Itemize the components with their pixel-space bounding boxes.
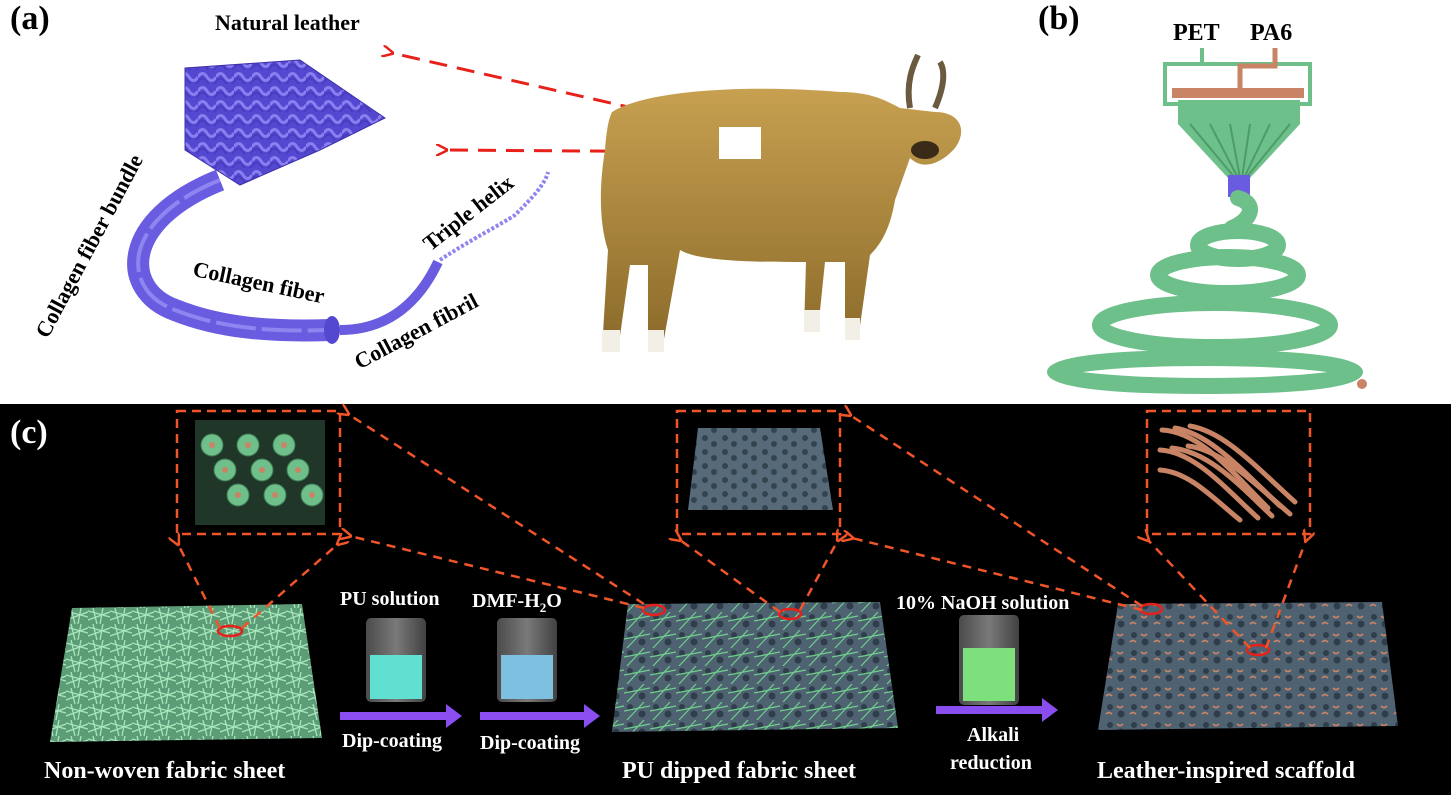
cow-illustration [600,53,962,352]
natural-leather-label: Natural leather [215,10,360,35]
marker-ellipse-1 [216,624,244,638]
leather-scaffold-label: Leather-inspired scaffold [1097,758,1355,784]
process-arrow-3 [936,698,1058,722]
beaker-dmf [497,618,557,702]
marker-ellipse-3 [777,607,803,621]
pa6-feed-line [1237,48,1278,88]
collagen-fiber-bundle [127,169,331,342]
marker-ellipse-2 [641,603,667,617]
leather-sample-patch [719,127,761,159]
beaker-naoh [959,615,1019,705]
dmf-h2o-label: DMF-H2O [472,590,562,615]
natural-leather-block [184,59,386,186]
nonwoven-label: Non-woven fabric sheet [44,758,286,784]
leather-scaffold-sheet [1098,602,1398,730]
alkali-label: Alkali [967,724,1020,746]
inset-box-3 [1145,409,1312,536]
panel-a [127,53,962,352]
triple-helix [438,171,550,262]
panel-b [1047,48,1367,394]
spinneret-plate [1172,88,1304,98]
pet-label: PET [1173,20,1220,46]
zoom-arrows [178,414,1306,649]
beaker-pu [366,618,426,702]
dip-coating-label-1: Dip-coating [342,730,442,752]
process-arrow-1 [340,704,462,728]
pa6-label: PA6 [1250,20,1293,46]
inset-pu-matrix [688,428,833,510]
dip-coating-label-2: Dip-coating [480,732,580,754]
panel-label-c: (c) [10,414,48,451]
panel-label-b: (b) [1038,0,1080,37]
collagen-fibril [339,259,443,335]
fiber-end [324,316,340,344]
pu-dipped-label: PU dipped fabric sheet [622,758,856,784]
panel-c [50,411,1398,742]
fiber-coil [1047,190,1363,394]
inset-box-1 [175,409,342,536]
reduction-label: reduction [950,752,1032,774]
inset-box-2 [675,409,842,536]
pu-solution-label: PU solution [340,588,440,610]
inset-fibers-green [195,420,325,525]
naoh-solution-label: 10% NaOH solution [896,592,1070,614]
process-arrow-2 [480,704,600,728]
spinneret-funnel [1178,124,1300,178]
nonwoven-fabric-sheet [50,604,322,742]
inset-fibrils-copper [1157,423,1298,523]
pu-dipped-fabric-sheet [612,602,898,732]
panel-label-a: (a) [10,0,50,37]
marker-ellipse-5 [1245,643,1271,657]
